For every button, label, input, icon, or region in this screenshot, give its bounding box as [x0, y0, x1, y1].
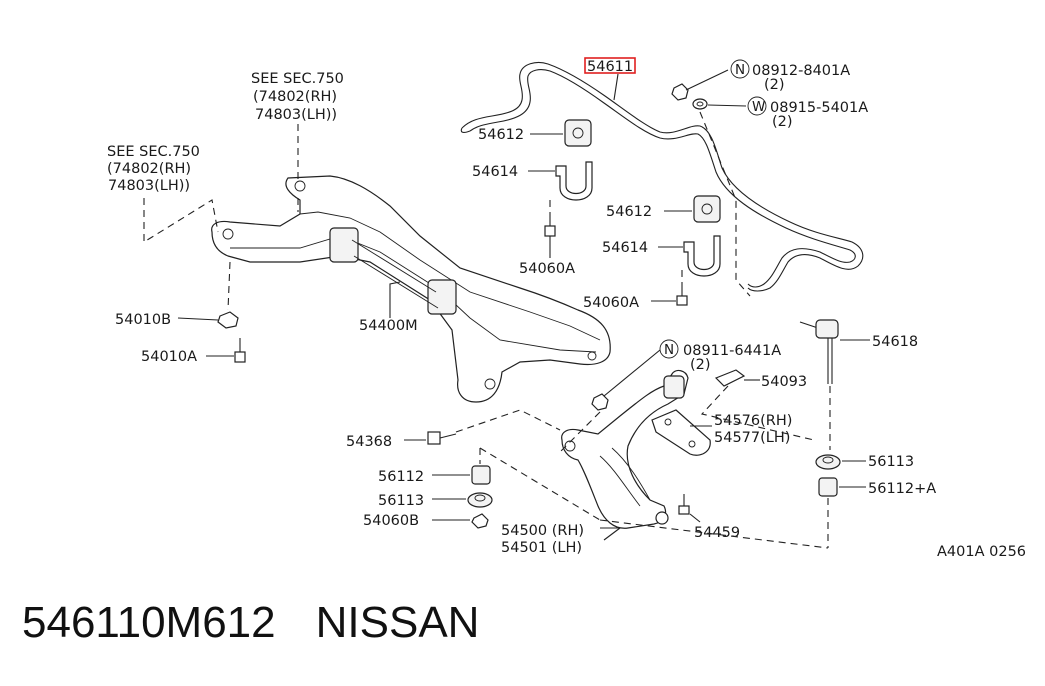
nut-54060B[interactable] [471, 513, 489, 529]
bolt-54459[interactable] [678, 494, 690, 515]
bolt-54010A[interactable] [234, 338, 246, 363]
bushing-56112A-right[interactable] [818, 477, 838, 497]
stabilizer-link-54618[interactable] [799, 319, 839, 384]
label-54368: 54368 [346, 434, 392, 450]
nut-symbol: N [735, 62, 745, 78]
label-54093: 54093 [761, 374, 807, 390]
washer-symbol: W [752, 99, 765, 115]
label-54060B: 54060B [363, 513, 419, 529]
washer-56113-left[interactable] [467, 492, 493, 508]
label-nut2-part: 08911-6441A [683, 343, 781, 359]
label-54614-upper: 54614 [472, 164, 518, 180]
brand-name: NISSAN [315, 598, 480, 647]
label-56112A: 56112+A [868, 481, 936, 497]
label-54612-lower: 54612 [606, 204, 652, 220]
subframe-54400M[interactable] [211, 175, 611, 403]
label-nut2-qty: (2) [690, 357, 711, 373]
nut-54010B[interactable] [217, 311, 239, 329]
label-54010A: 54010A [141, 349, 197, 365]
cover-54093[interactable] [714, 369, 746, 387]
bushing-54612-upper[interactable] [564, 119, 592, 147]
ref-a-rh: (74802(RH) [253, 89, 337, 105]
bracket-54576[interactable] [651, 409, 711, 456]
highlight-box [584, 57, 636, 74]
label-56113-right: 56113 [868, 454, 914, 470]
label-54612-upper: 54612 [478, 127, 524, 143]
bushing-56112-left[interactable] [471, 465, 491, 485]
see-sec-label-b: SEE SEC.750 [107, 144, 200, 160]
clamp-54614-lower[interactable] [683, 235, 721, 277]
label-54459: 54459 [694, 525, 740, 541]
label-washer-qty: (2) [772, 114, 793, 130]
stabilizer-bar[interactable] [460, 61, 864, 292]
label-54060A-upper: 54060A [519, 261, 575, 277]
nut-08911[interactable] [591, 393, 609, 411]
washer-08915[interactable] [692, 98, 708, 110]
footer: 546110M612 NISSAN [22, 598, 479, 648]
label-washer-part: 08915-5401A [770, 100, 868, 116]
clamp-54614-upper[interactable] [555, 161, 593, 201]
label-54614-lower: 54614 [602, 240, 648, 256]
label-54576: 54576(RH) [714, 413, 792, 429]
label-54010B: 54010B [115, 312, 171, 328]
ref-a-lh: 74803(LH)) [255, 107, 337, 123]
nut-08912[interactable] [671, 83, 689, 101]
label-54400M: 54400M [359, 318, 418, 334]
part-number: 546110M612 [22, 598, 276, 647]
washer-56113-right[interactable] [815, 454, 841, 470]
ref-b-rh: (74802(RH) [107, 161, 191, 177]
label-nut-qty: (2) [764, 77, 785, 93]
nut2-symbol: N [664, 342, 674, 358]
label-56112-left: 56112 [378, 469, 424, 485]
exploded-parts-diagram: 54611 54612 54614 54060A 54612 54614 540… [107, 57, 1026, 560]
label-54618: 54618 [872, 334, 918, 350]
bolt-54368[interactable] [427, 431, 457, 445]
label-54577: 54577(LH) [714, 430, 790, 446]
label-54501: 54501 (LH) [501, 540, 582, 556]
diagram-code: A401A 0256 [937, 544, 1026, 560]
see-sec-label-a: SEE SEC.750 [251, 71, 344, 87]
ref-b-lh: 74803(LH)) [108, 178, 190, 194]
label-nut-part: 08912-8401A [752, 63, 850, 79]
bolt-54060A-lower[interactable] [676, 284, 688, 306]
label-54500: 54500 (RH) [501, 523, 584, 539]
bushing-54612-lower[interactable] [693, 195, 721, 223]
label-54060A-lower: 54060A [583, 295, 639, 311]
bolt-54060A-upper[interactable] [544, 212, 556, 237]
label-56113-left: 56113 [378, 493, 424, 509]
lower-arm-54500[interactable] [561, 369, 689, 529]
label-54611: 54611 [587, 59, 633, 75]
